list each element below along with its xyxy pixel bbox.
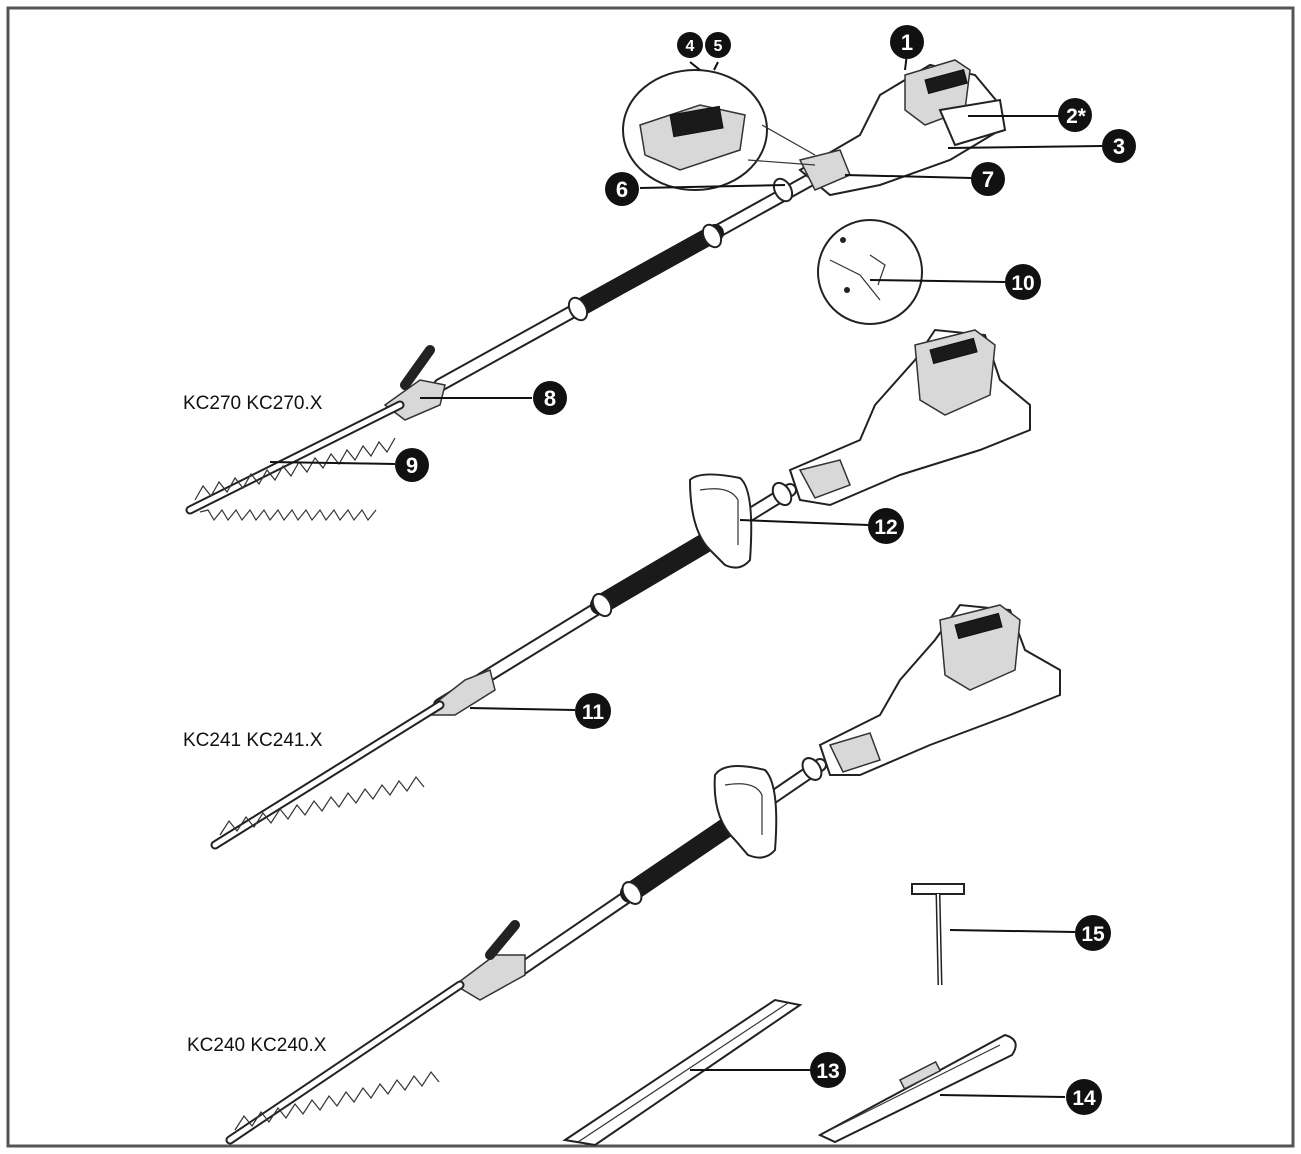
svg-text:13: 13 [816, 1060, 839, 1083]
svg-text:6: 6 [616, 177, 628, 202]
t-wrench [911, 883, 965, 986]
callout-1: 1 [890, 25, 924, 59]
callout-6: 6 [605, 172, 639, 206]
svg-text:9: 9 [406, 453, 418, 478]
callout-5: 5 [705, 32, 731, 58]
svg-text:8: 8 [544, 386, 556, 411]
svg-text:3: 3 [1113, 134, 1125, 159]
callout-11: 11 [575, 693, 611, 729]
model-label-kc241: KC241 KC241.X [183, 730, 323, 751]
handle-lever [485, 920, 520, 960]
shoulder-strap [817, 1033, 1017, 1144]
tool-kc240 [225, 603, 1061, 1145]
grip [576, 224, 724, 314]
callout-8: 8 [533, 381, 567, 415]
tool-kc270 [185, 59, 1007, 522]
callout-14: 14 [1066, 1079, 1102, 1115]
svg-text:15: 15 [1081, 923, 1105, 946]
svg-text:10: 10 [1011, 272, 1034, 295]
svg-text:14: 14 [1072, 1087, 1096, 1110]
blade-cover [562, 998, 803, 1147]
callout-3: 3 [1102, 129, 1136, 163]
gear-head [383, 379, 446, 421]
callout-9: 9 [395, 448, 429, 482]
callout-7: 7 [971, 162, 1005, 196]
model-label-kc240: KC240 KC240.X [187, 1035, 327, 1056]
svg-text:7: 7 [982, 167, 994, 192]
callout-10: 10 [1005, 264, 1041, 300]
svg-text:2*: 2* [1066, 105, 1087, 128]
tool-kc241 [210, 328, 1031, 850]
guard-handle [713, 765, 778, 859]
leader-lines [269, 44, 1103, 1098]
zoom-inset-hook [817, 219, 923, 325]
callout-2: 2* [1058, 98, 1092, 132]
model-label-kc270: KC270 KC270.X [183, 393, 323, 414]
gear-head [453, 954, 526, 1001]
grip [590, 533, 715, 615]
callout-15: 15 [1075, 915, 1111, 951]
blade [225, 980, 465, 1145]
grip [620, 815, 740, 903]
callout-13: 13 [810, 1052, 846, 1088]
callout-4: 4 [677, 32, 703, 58]
diagram-frame [6, 6, 1295, 1148]
handle-lever [400, 345, 435, 390]
svg-text:4: 4 [686, 38, 695, 55]
svg-text:1: 1 [901, 30, 913, 55]
blade [210, 700, 445, 850]
svg-text:5: 5 [714, 38, 723, 55]
svg-text:11: 11 [582, 701, 605, 724]
svg-text:12: 12 [874, 516, 897, 539]
blade [185, 400, 405, 522]
callout-12: 12 [868, 508, 904, 544]
